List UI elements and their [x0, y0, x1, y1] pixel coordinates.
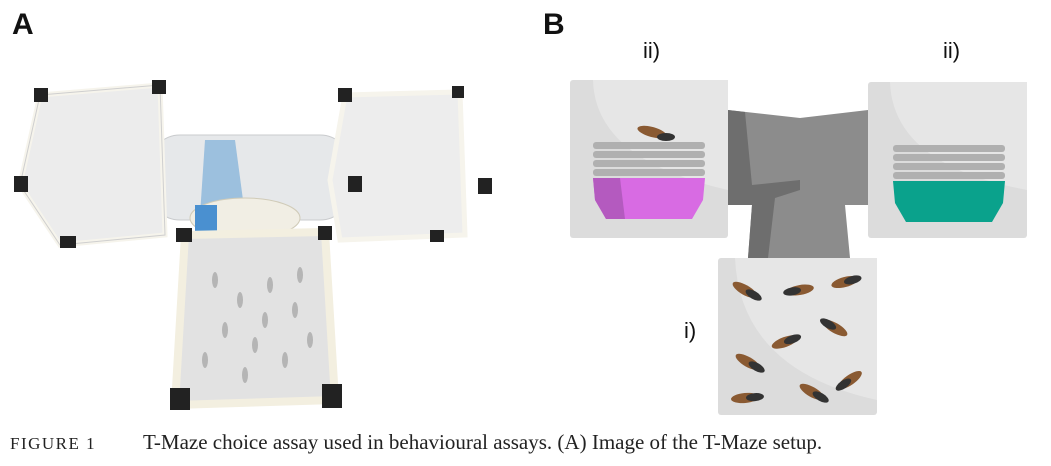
- panel-b-label: B: [543, 8, 565, 41]
- caption-text: T-Maze choice assay used in behavioural …: [143, 430, 823, 454]
- choice-box-left: [570, 80, 728, 238]
- t-maze-photo: [14, 80, 492, 410]
- left-cage: [14, 80, 168, 248]
- release-box: [718, 258, 877, 415]
- right-cage: [327, 86, 492, 243]
- choice-right-label: ii): [943, 38, 961, 63]
- release-label: i): [684, 318, 697, 343]
- insect-icons: [731, 275, 862, 404]
- choice-left-label: ii): [643, 38, 661, 63]
- panel-a-label: A: [12, 8, 34, 41]
- choice-box-right: [868, 82, 1027, 238]
- figure-caption: FIGURE 1 T-Maze choice assay used in beha…: [10, 430, 822, 455]
- figure-label: FIGURE 1: [10, 434, 97, 453]
- figure-artwork: [14, 80, 1027, 415]
- bottom-cage: [170, 226, 342, 410]
- t-maze-schematic: [570, 80, 1027, 415]
- right-bowl: [893, 181, 1005, 222]
